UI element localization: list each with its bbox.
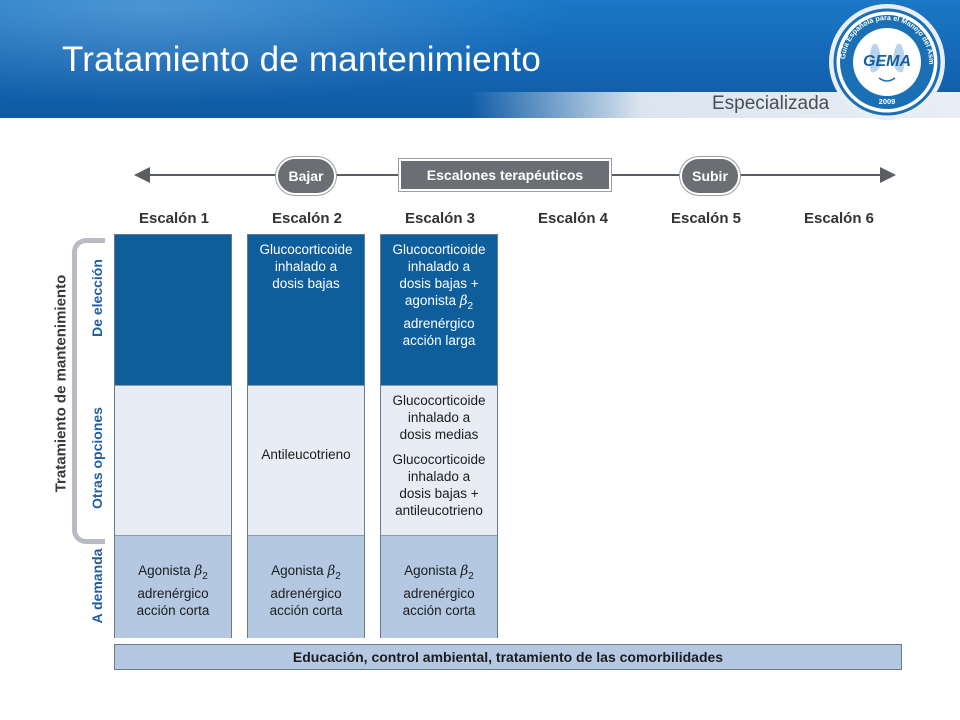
cell-line: inhalado a bbox=[407, 259, 471, 274]
cell-line: adrenérgico bbox=[403, 586, 475, 601]
choice-cell-3: Glucocorticoide inhalado a dosis bajas +… bbox=[381, 235, 497, 385]
cell-spacer bbox=[381, 443, 497, 451]
on-demand-cell-2: Agonista β2 adrenérgico acción corta bbox=[248, 535, 364, 638]
cell-line: inhalado a bbox=[407, 469, 471, 484]
cell-line: Agonista β2 bbox=[404, 563, 474, 582]
arrow-right-icon bbox=[880, 167, 896, 183]
step-column-3: Glucocorticoide inhalado a dosis bajas +… bbox=[380, 234, 498, 638]
arrow-left-icon bbox=[134, 167, 150, 183]
cell-line: Glucocorticoide bbox=[259, 242, 353, 257]
cell-line: antileucotrieno bbox=[395, 503, 483, 518]
row-label-choice: De elección bbox=[89, 259, 105, 337]
cell-line: dosis bajas bbox=[272, 276, 340, 291]
step-label-3: Escalón 3 bbox=[404, 210, 476, 227]
choice-cell-1 bbox=[115, 235, 231, 385]
cell-line: Antileucotrieno bbox=[261, 447, 351, 462]
cell-line: inhalado a bbox=[274, 259, 338, 274]
cell-line: dosis bajas + bbox=[399, 276, 479, 291]
logo-year: 2009 bbox=[879, 97, 896, 106]
cell-line: agonista β2 bbox=[404, 293, 474, 312]
cell-line: Glucocorticoide bbox=[392, 452, 486, 467]
step-label-5: Escalón 5 bbox=[670, 210, 742, 227]
maintenance-bracket bbox=[72, 238, 105, 544]
row-label-other: Otras opciones bbox=[89, 407, 105, 509]
cell-line: acción corta bbox=[136, 603, 210, 618]
cell-line: adrenérgico bbox=[270, 586, 342, 601]
on-demand-cell-1: Agonista β2 adrenérgico acción corta bbox=[115, 535, 231, 638]
step-label-4: Escalón 4 bbox=[537, 210, 609, 227]
therapeutic-steps-pill: Escalones terapéuticos bbox=[399, 159, 611, 191]
cell-line: inhalado a bbox=[407, 410, 471, 425]
step-label-1: Escalón 1 bbox=[138, 210, 210, 227]
row-label-maintenance: Tratamiento de mantenimiento bbox=[52, 274, 70, 493]
other-cell-3: Glucocorticoide inhalado a dosis medias … bbox=[381, 385, 497, 536]
cell-line: Glucocorticoide bbox=[392, 393, 486, 408]
slide-subtitle: Especializada bbox=[712, 93, 830, 114]
cell-line: dosis bajas + bbox=[399, 486, 479, 501]
step-column-2: Glucocorticoide inhalado a dosis bajas A… bbox=[247, 234, 365, 638]
on-demand-cell-3: Agonista β2 adrenérgico acción corta bbox=[381, 535, 497, 638]
up-step-pill: Subir bbox=[680, 157, 740, 195]
step-label-2: Escalón 2 bbox=[271, 210, 343, 227]
cell-line: adrenérgico bbox=[137, 586, 209, 601]
other-cell-1 bbox=[115, 385, 231, 536]
cell-line: acción larga bbox=[402, 333, 476, 348]
cell-line: Agonista β2 bbox=[271, 563, 341, 582]
slide-title: Tratamiento de mantenimiento bbox=[62, 40, 541, 79]
cell-line: Glucocorticoide bbox=[392, 242, 486, 257]
cell-line: adrenérgico bbox=[403, 316, 475, 331]
gema-logo-icon: Guía Española para el Manejo del Asma GE… bbox=[813, 0, 945, 120]
cell-line: acción corta bbox=[402, 603, 476, 618]
choice-cell-2: Glucocorticoide inhalado a dosis bajas bbox=[248, 235, 364, 385]
cell-line: Agonista β2 bbox=[138, 563, 208, 582]
other-cell-2: Antileucotrieno bbox=[248, 385, 364, 536]
step-column-1: Agonista β2 adrenérgico acción corta bbox=[114, 234, 232, 638]
logo-name: GEMA bbox=[863, 53, 911, 70]
gema-logo: Guía Española para el Manejo del Asma GE… bbox=[813, 0, 960, 125]
cell-line: acción corta bbox=[269, 603, 343, 618]
education-bar: Educación, control ambiental, tratamient… bbox=[114, 644, 902, 670]
cell-line: dosis medias bbox=[399, 427, 479, 442]
row-label-on-demand: A demanda bbox=[89, 548, 105, 624]
step-label-6: Escalón 6 bbox=[803, 210, 875, 227]
down-step-pill: Bajar bbox=[276, 157, 336, 195]
slide-header: Tratamiento de mantenimiento Especializa… bbox=[0, 0, 960, 118]
